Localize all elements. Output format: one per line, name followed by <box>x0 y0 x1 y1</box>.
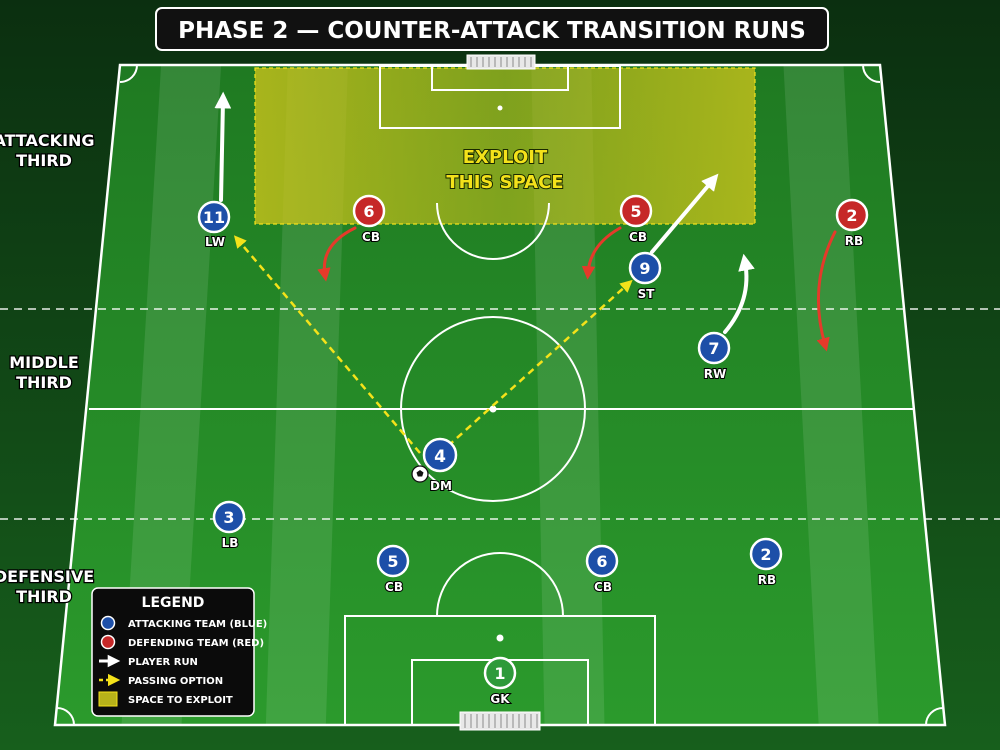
page-title: PHASE 2 — COUNTER-ATTACK TRANSITION RUNS <box>178 18 806 44</box>
player-role: LW <box>205 235 225 249</box>
corner-arc <box>925 707 944 726</box>
top-penalty-arc <box>436 202 550 260</box>
yellow-square-icon <box>98 691 118 707</box>
defensive-third-label-1: DEFENSIVE <box>0 567 94 586</box>
defender-movements <box>317 226 837 352</box>
centre-spot <box>489 405 497 413</box>
player-role: CB <box>385 580 403 594</box>
ball <box>411 465 429 483</box>
player-lw[interactable]: 11 LW <box>197 200 231 250</box>
defender-move-5 <box>581 226 622 280</box>
player-role: DM <box>430 479 452 493</box>
defender-move-2 <box>816 230 837 352</box>
run-arrow-lw <box>214 91 232 202</box>
player-st[interactable]: 9 ST <box>628 251 662 302</box>
player-number: 1 <box>494 664 505 683</box>
player-role: RB <box>845 234 863 248</box>
player-number: 9 <box>639 259 650 278</box>
touchline <box>53 63 947 727</box>
player-role: CB <box>629 230 647 244</box>
bottom-penalty-arc <box>436 552 564 617</box>
defender-cb-6[interactable]: 6 CB <box>352 194 386 245</box>
player-runs <box>214 91 755 334</box>
legend-title: LEGEND <box>142 595 205 611</box>
bottom-penalty-spot <box>496 634 504 642</box>
corner-arc <box>119 64 138 83</box>
legend: LEGEND ATTACKING TEAM (BLUE) DEFENDING T… <box>91 587 267 717</box>
player-number: 6 <box>363 202 374 221</box>
top-penalty-spot <box>497 105 503 111</box>
attacking-third-label-1: ATTACKING <box>0 131 95 150</box>
player-number: 5 <box>630 202 641 221</box>
player-role: RW <box>704 367 726 381</box>
player-number: 4 <box>434 447 446 467</box>
player-cb-left[interactable]: 5 CB <box>376 544 410 595</box>
passing-options <box>233 235 633 454</box>
defender-rb-2[interactable]: 2 RB <box>835 198 869 249</box>
red-circle-icon <box>100 634 116 650</box>
player-number: 7 <box>708 339 719 358</box>
attacking-third-label-2: THIRD <box>16 151 72 170</box>
player-number: 5 <box>387 552 398 571</box>
player-role: CB <box>362 230 380 244</box>
middle-third-label-2: THIRD <box>16 373 72 392</box>
player-number: 2 <box>760 545 771 564</box>
player-dm[interactable]: 4 DM <box>422 437 458 494</box>
exploit-space-border <box>254 67 756 225</box>
defender-move-6 <box>317 226 357 282</box>
player-lb[interactable]: 3 LB <box>212 500 246 551</box>
pitch-surface <box>55 65 945 725</box>
centre-circle <box>400 316 586 502</box>
exploit-label-2: THIS SPACE <box>446 172 563 193</box>
player-number: 2 <box>846 206 857 225</box>
pass-arrow-to-lw <box>233 235 421 454</box>
player-role: LB <box>222 536 239 550</box>
player-role: ST <box>638 287 656 301</box>
legend-label: PASSING OPTION <box>128 676 223 687</box>
run-arrow-rw <box>723 253 755 334</box>
player-role: RB <box>758 573 776 587</box>
top-goal <box>466 54 536 70</box>
bottom-goal <box>459 711 541 731</box>
player-rw[interactable]: 7 RW <box>697 331 731 382</box>
pass-arrow-to-st <box>447 279 633 447</box>
defending-team: 6 CB 5 CB 2 RB <box>352 194 869 249</box>
exploit-label-1: EXPLOIT <box>463 147 548 168</box>
player-rb[interactable]: 2 RB <box>749 537 783 588</box>
legend-label: DEFENDING TEAM (RED) <box>128 638 264 649</box>
player-gk[interactable]: 1 GK <box>483 656 517 707</box>
player-role: CB <box>594 580 612 594</box>
corner-arc <box>56 707 75 726</box>
run-arrow-st <box>650 173 719 254</box>
exploit-space-zone <box>255 68 755 224</box>
player-role: GK <box>490 692 510 706</box>
player-cb-right[interactable]: 6 CB <box>585 544 619 595</box>
pitch-markings <box>53 63 947 727</box>
defensive-third-label-2: THIRD <box>16 587 72 606</box>
legend-label: SPACE TO EXPLOIT <box>128 695 233 706</box>
legend-label: PLAYER RUN <box>128 657 198 668</box>
player-number: 3 <box>223 508 234 527</box>
title-banner <box>155 7 829 51</box>
corner-arc <box>862 64 881 83</box>
blue-circle-icon <box>100 615 116 631</box>
attacking-team: 11 LW 9 ST 7 RW 4 DM 3 LB 5 CB <box>197 200 783 595</box>
legend-label: ATTACKING TEAM (BLUE) <box>128 619 267 630</box>
middle-third-label-1: MIDDLE <box>9 353 79 372</box>
legend-panel <box>91 587 255 717</box>
defender-cb-5[interactable]: 5 CB <box>619 194 653 245</box>
player-number: 6 <box>596 552 607 571</box>
player-number: 11 <box>203 208 225 227</box>
